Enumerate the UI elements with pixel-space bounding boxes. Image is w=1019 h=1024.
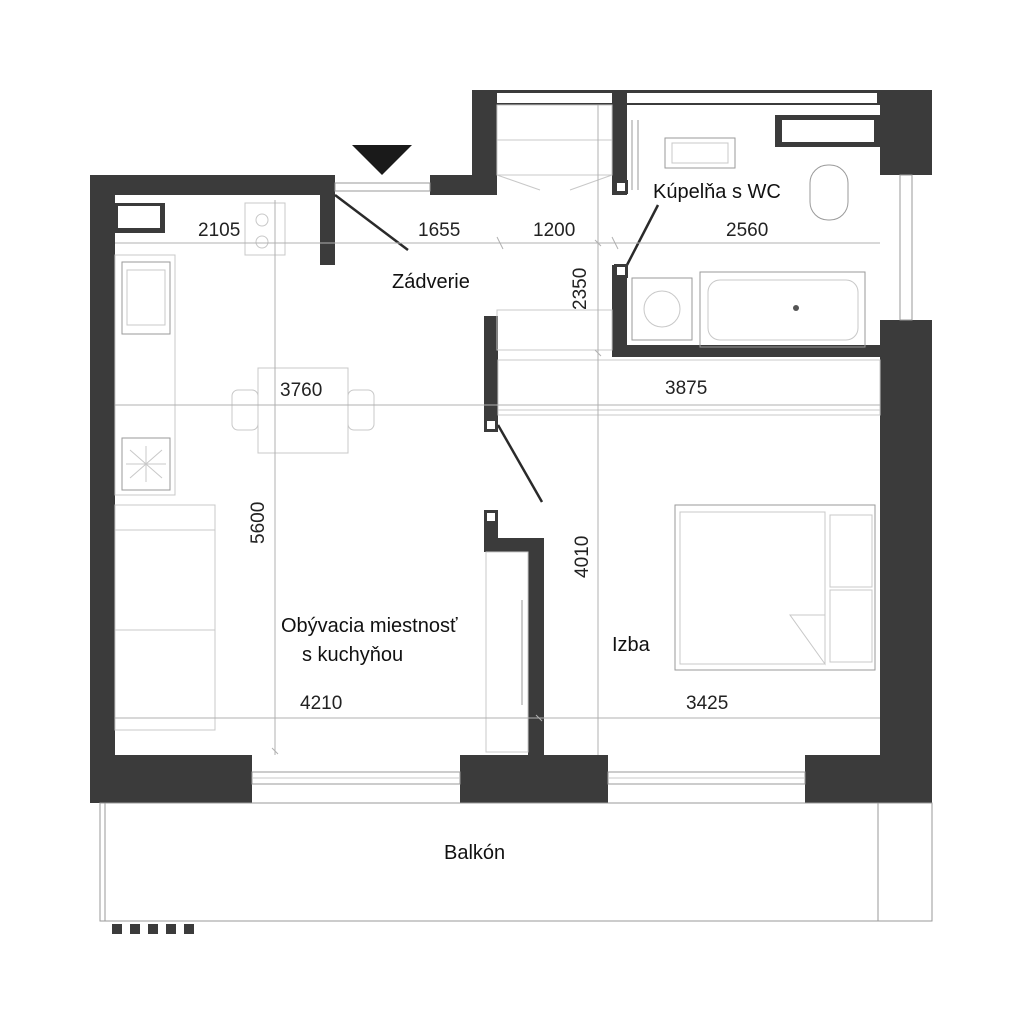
bathtub-icon bbox=[699, 271, 866, 348]
bed bbox=[674, 504, 876, 671]
hall-storage bbox=[496, 309, 613, 351]
furniture bbox=[114, 104, 881, 753]
dim-bath-width: 2560 bbox=[726, 220, 768, 241]
wall-entrance-stub bbox=[320, 190, 335, 265]
dim-bedroom-depth: 4010 bbox=[572, 536, 593, 578]
dim-living-width: 3760 bbox=[280, 380, 322, 401]
sofa bbox=[114, 504, 216, 731]
room-vestibule: Zádverie bbox=[392, 271, 470, 293]
walls bbox=[90, 90, 932, 803]
dim-hall-width: 1200 bbox=[533, 220, 575, 241]
room-bedroom: Izba bbox=[612, 634, 651, 656]
room-bathroom: Kúpelňa s WC bbox=[653, 181, 781, 203]
wall-partition-top bbox=[484, 316, 498, 431]
wall-top-right bbox=[880, 90, 932, 175]
bedroom-wardrobe bbox=[497, 359, 881, 416]
wall-top-left bbox=[90, 175, 335, 195]
dim-bedroom-bottom-width: 3425 bbox=[686, 693, 728, 714]
dim-vestibule-width: 1655 bbox=[418, 220, 460, 241]
bedroom-door bbox=[496, 424, 544, 503]
dim-kitchen-width: 2105 bbox=[198, 220, 240, 241]
entrance-door bbox=[334, 194, 409, 251]
stove-icon bbox=[121, 437, 171, 491]
dim-living-depth: 5600 bbox=[248, 502, 269, 544]
wall-bottom-right bbox=[805, 755, 932, 803]
wall-bath-bottom bbox=[612, 345, 882, 357]
bathroom-door bbox=[625, 204, 660, 266]
balcony bbox=[99, 802, 933, 934]
wall-bottom-left bbox=[90, 755, 252, 803]
washing-machine-icon bbox=[631, 277, 693, 341]
balcony-outline bbox=[99, 802, 933, 922]
dim-bedroom-width: 3875 bbox=[665, 378, 707, 399]
dimension-labels: 2105 1655 1200 2560 2350 3760 3875 5600 … bbox=[198, 220, 768, 714]
window-entry bbox=[334, 182, 431, 192]
kitchen-counter bbox=[114, 254, 176, 496]
living-wardrobe bbox=[485, 551, 529, 753]
wall-partition-low bbox=[528, 538, 544, 763]
room-living-line1: Obývacia miestnosť bbox=[281, 615, 458, 637]
room-balcony: Balkón bbox=[444, 842, 505, 864]
windows bbox=[251, 174, 913, 785]
window-bathroom bbox=[899, 174, 913, 321]
wall-bottom-mid bbox=[460, 755, 608, 803]
wall-bath-left bbox=[612, 265, 627, 355]
dimension-lines bbox=[115, 105, 880, 755]
wall-entry-pillar bbox=[472, 90, 497, 195]
wall-left bbox=[90, 175, 115, 775]
dim-hall-depth: 2350 bbox=[570, 268, 591, 310]
entrance-marker-icon bbox=[352, 145, 412, 175]
wall-bath-left-top bbox=[612, 90, 627, 195]
kitchen-sink-icon bbox=[121, 261, 171, 335]
dim-living-bottom-width: 4210 bbox=[300, 693, 342, 714]
room-living-line2: s kuchyňou bbox=[302, 644, 403, 666]
toilet-icon bbox=[809, 164, 849, 221]
hob-icon bbox=[244, 202, 286, 256]
wall-right bbox=[880, 320, 932, 800]
bath-sink-icon bbox=[664, 137, 736, 169]
doors bbox=[334, 174, 660, 524]
room-labels: Zádverie Kúpelňa s WC Obývacia miestnosť… bbox=[281, 181, 781, 864]
